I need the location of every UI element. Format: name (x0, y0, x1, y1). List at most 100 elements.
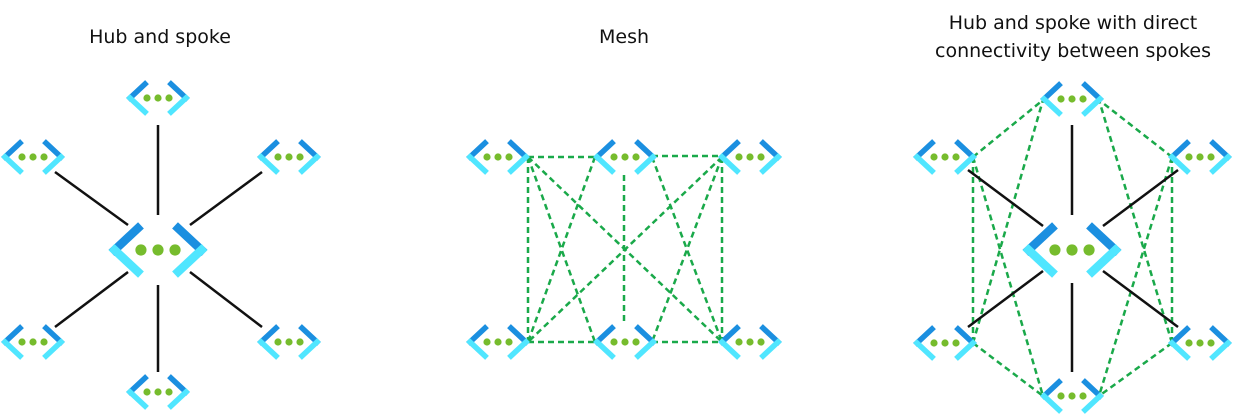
dot-icon (1057, 95, 1065, 103)
mesh-vnet-icon (718, 139, 782, 175)
title-line-2: connectivity between spokes (935, 40, 1211, 62)
spoke-direct-link (1097, 156, 1174, 397)
spoke-vnet-icon (1168, 325, 1232, 361)
spoke-direct-link (971, 156, 1045, 397)
hub-spoke-link (189, 170, 263, 227)
dot-icon (1207, 153, 1215, 161)
dot-icon (941, 339, 949, 347)
dot-icon (746, 338, 754, 346)
spoke-vnet-icon (1040, 378, 1104, 414)
hub-spoke-link (54, 170, 129, 227)
dot-icon (169, 244, 181, 256)
spoke-vnet-icon (1, 139, 65, 175)
dot-icon (1207, 339, 1215, 347)
dot-icon (1049, 244, 1061, 256)
mesh-link (526, 156, 597, 343)
dot-icon (296, 153, 304, 161)
dot-icon (505, 153, 513, 161)
dot-icon (274, 153, 282, 161)
spoke-direct-link (1098, 99, 1173, 158)
title-line-1: Hub and spoke with direct (948, 12, 1198, 34)
dot-icon (952, 153, 960, 161)
dot-icon (621, 338, 629, 346)
dot-icon (40, 338, 48, 346)
spoke-direct-link (972, 99, 1044, 158)
hub-spoke-link (967, 168, 1044, 228)
dot-icon (505, 338, 513, 346)
dot-icon (632, 338, 640, 346)
dot-icon (154, 388, 162, 396)
dot-icon (29, 153, 37, 161)
dot-icon (930, 153, 938, 161)
dot-icon (610, 338, 618, 346)
dot-icon (135, 244, 147, 256)
spoke-direct-link (972, 342, 1044, 397)
mesh-vnet-icon (466, 324, 530, 360)
dot-icon (610, 153, 618, 161)
dot-icon (952, 339, 960, 347)
dot-icon (1185, 153, 1193, 161)
spoke-vnet-icon (1168, 139, 1232, 175)
hub-spoke-link (189, 271, 263, 328)
dot-icon (941, 153, 949, 161)
spoke-vnet-icon (126, 374, 190, 410)
dot-icon (29, 338, 37, 346)
hub-vnet-icon (108, 222, 208, 278)
hub-vnet-icon (1022, 222, 1122, 278)
dot-icon (296, 338, 304, 346)
spoke-vnet-icon (913, 139, 977, 175)
dot-icon (1057, 392, 1065, 400)
mesh-vnet-icon (466, 139, 530, 175)
hub-spoke-link (54, 271, 129, 328)
spoke-vnet-icon (257, 139, 321, 175)
dot-icon (1196, 339, 1204, 347)
title-hub-and-spoke: Hub and spoke (89, 26, 231, 48)
dot-icon (152, 244, 164, 256)
dot-icon (1196, 153, 1204, 161)
spoke-vnet-icon (257, 324, 321, 360)
dot-icon (1185, 339, 1193, 347)
dot-icon (285, 338, 293, 346)
mesh-link (650, 156, 724, 343)
mesh-link (650, 156, 724, 343)
dot-icon (494, 153, 502, 161)
dot-icon (154, 94, 162, 102)
mesh-vnet-icon (593, 324, 657, 360)
hub-spoke-link (1102, 168, 1179, 228)
dot-icon (1083, 244, 1095, 256)
spoke-direct-link (971, 99, 1045, 344)
title-mesh: Mesh (598, 26, 650, 48)
dot-icon (1066, 244, 1078, 256)
dot-icon (285, 153, 293, 161)
spoke-vnet-icon (913, 325, 977, 361)
mesh-vnet-icon (718, 324, 782, 360)
spoke-vnet-icon (1040, 81, 1104, 117)
dot-icon (757, 153, 765, 161)
dot-icon (143, 94, 151, 102)
spoke-vnet-icon (126, 80, 190, 116)
dot-icon (746, 153, 754, 161)
dot-icon (494, 338, 502, 346)
dot-icon (621, 153, 629, 161)
dot-icon (18, 153, 26, 161)
mesh-vnet-icon (593, 139, 657, 175)
dot-icon (274, 338, 282, 346)
dot-icon (1079, 392, 1087, 400)
hub-spoke-link (1102, 269, 1179, 329)
dot-icon (1079, 95, 1087, 103)
dot-icon (1068, 95, 1076, 103)
dot-icon (18, 338, 26, 346)
dot-icon (632, 153, 640, 161)
spoke-direct-link (1097, 99, 1174, 344)
spoke-direct-link (1098, 341, 1173, 398)
dot-icon (1068, 392, 1076, 400)
dot-icon (40, 153, 48, 161)
hub-spoke-link (967, 269, 1044, 329)
dot-icon (930, 339, 938, 347)
title-hub-spoke-direct: Hub and spoke with direct connectivity b… (935, 9, 1211, 65)
dot-icon (165, 388, 173, 396)
dot-icon (143, 388, 151, 396)
dot-icon (735, 338, 743, 346)
spoke-vnet-icon (1, 324, 65, 360)
